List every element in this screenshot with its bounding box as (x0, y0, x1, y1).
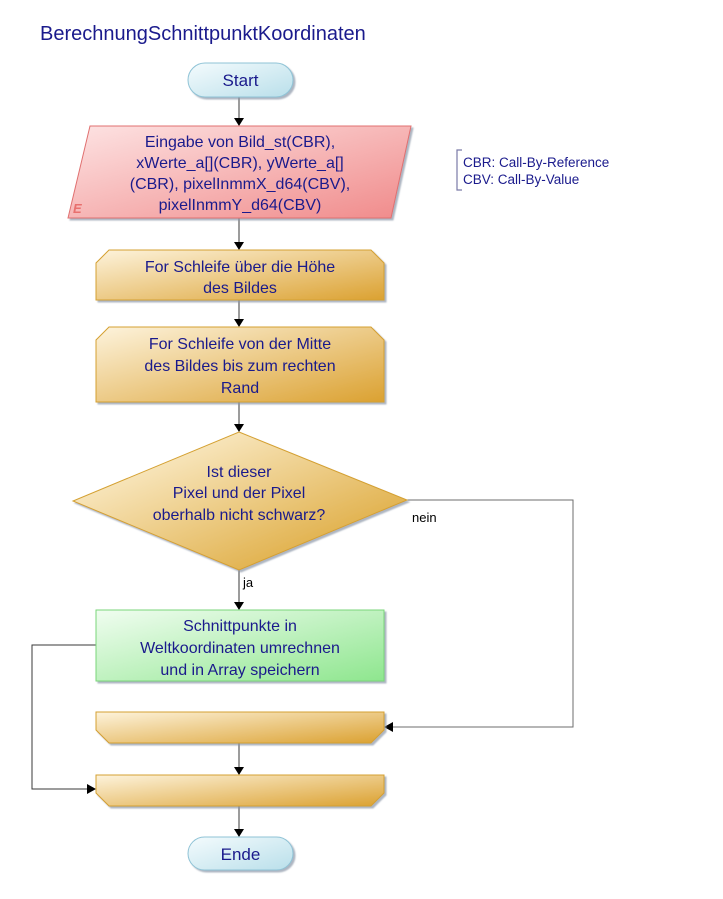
end-node[interactable]: Ende (187, 836, 294, 871)
loop-inner-start-node[interactable]: For Schleife von der Mitte des Bildes bi… (95, 326, 385, 403)
input-node[interactable]: E Eingabe von Bild_st(CBR), xWerte_a[](C… (67, 125, 412, 219)
arrowhead-icon (234, 319, 244, 327)
loop-outer-label-line-2: des Bildes (203, 280, 277, 297)
edge-process-to-loop-outer-end (31, 644, 96, 790)
edge-label-no: nein (412, 510, 437, 525)
arrowhead-icon (87, 784, 96, 794)
loop-outer-label-line-1: For Schleife über die Höhe (145, 259, 335, 276)
end-terminal-shape (187, 836, 294, 871)
start-node[interactable]: Start (187, 62, 294, 98)
arrowhead-icon (234, 829, 244, 837)
edge-decision-no (392, 499, 574, 728)
loop-end-shape (95, 711, 385, 744)
decision-label-line-1: Ist dieser (207, 464, 273, 481)
loop-inner-label-line-1: For Schleife von der Mitte (149, 336, 331, 353)
input-label-line-1: Eingabe von Bild_st(CBR), (145, 134, 335, 151)
edges (31, 97, 574, 837)
loop-outer-end-node[interactable] (95, 774, 385, 807)
input-label-line-3: (CBR), pixelInmmX_d64(CBV), (130, 176, 351, 193)
start-label: Start (223, 71, 259, 90)
legend-note: CBR: Call-By-Reference CBV: Call-By-Valu… (456, 149, 609, 191)
input-label-line-2: xWerte_a[](CBR), yWerte_a[] (136, 155, 343, 172)
process-label-line-3: und in Array speichern (160, 662, 319, 679)
arrowhead-icon (234, 118, 244, 126)
end-label: Ende (221, 845, 261, 864)
arrowhead-icon (234, 424, 244, 432)
start-terminal-shape (187, 62, 294, 98)
loop-end-shape (95, 774, 385, 807)
loop-inner-label-line-2: des Bildes bis zum rechten (144, 358, 335, 375)
loop-inner-end-node[interactable] (95, 711, 385, 744)
loop-start-shape (95, 326, 385, 403)
arrowhead-icon (384, 722, 393, 732)
process-node[interactable]: Schnittpunkte in Weltkoordinaten umrechn… (95, 609, 385, 682)
decision-node[interactable]: Ist dieser Pixel und der Pixel oberhalb … (71, 431, 409, 571)
decision-diamond-shape (71, 431, 409, 571)
input-parallelogram-shape (67, 125, 412, 219)
loop-outer-start-node[interactable]: For Schleife über die Höhe des Bildes (95, 249, 385, 301)
note-bracket (456, 149, 462, 191)
note-line-cbv: CBV: Call-By-Value (463, 172, 579, 187)
decision-label-line-2: Pixel und der Pixel (173, 485, 306, 502)
loop-start-shape (95, 249, 385, 301)
arrowhead-icon (234, 242, 244, 250)
input-label-line-4: pixelInmmY_d64(CBV) (159, 197, 322, 214)
decision-label-line-3: oberhalb nicht schwarz? (153, 507, 326, 524)
diagram-title: BerechnungSchnittpunktKoordinaten (40, 23, 366, 45)
edge-label-yes: ja (242, 575, 254, 590)
process-label-line-1: Schnittpunkte in (183, 618, 297, 635)
note-line-cbr: CBR: Call-By-Reference (463, 155, 609, 170)
input-marker: E (73, 201, 82, 216)
process-label-line-2: Weltkoordinaten umrechnen (140, 640, 340, 657)
arrowhead-icon (234, 767, 244, 775)
loop-inner-label-line-3: Rand (221, 380, 259, 397)
process-rect-shape (95, 609, 385, 682)
arrowhead-icon (234, 602, 244, 610)
